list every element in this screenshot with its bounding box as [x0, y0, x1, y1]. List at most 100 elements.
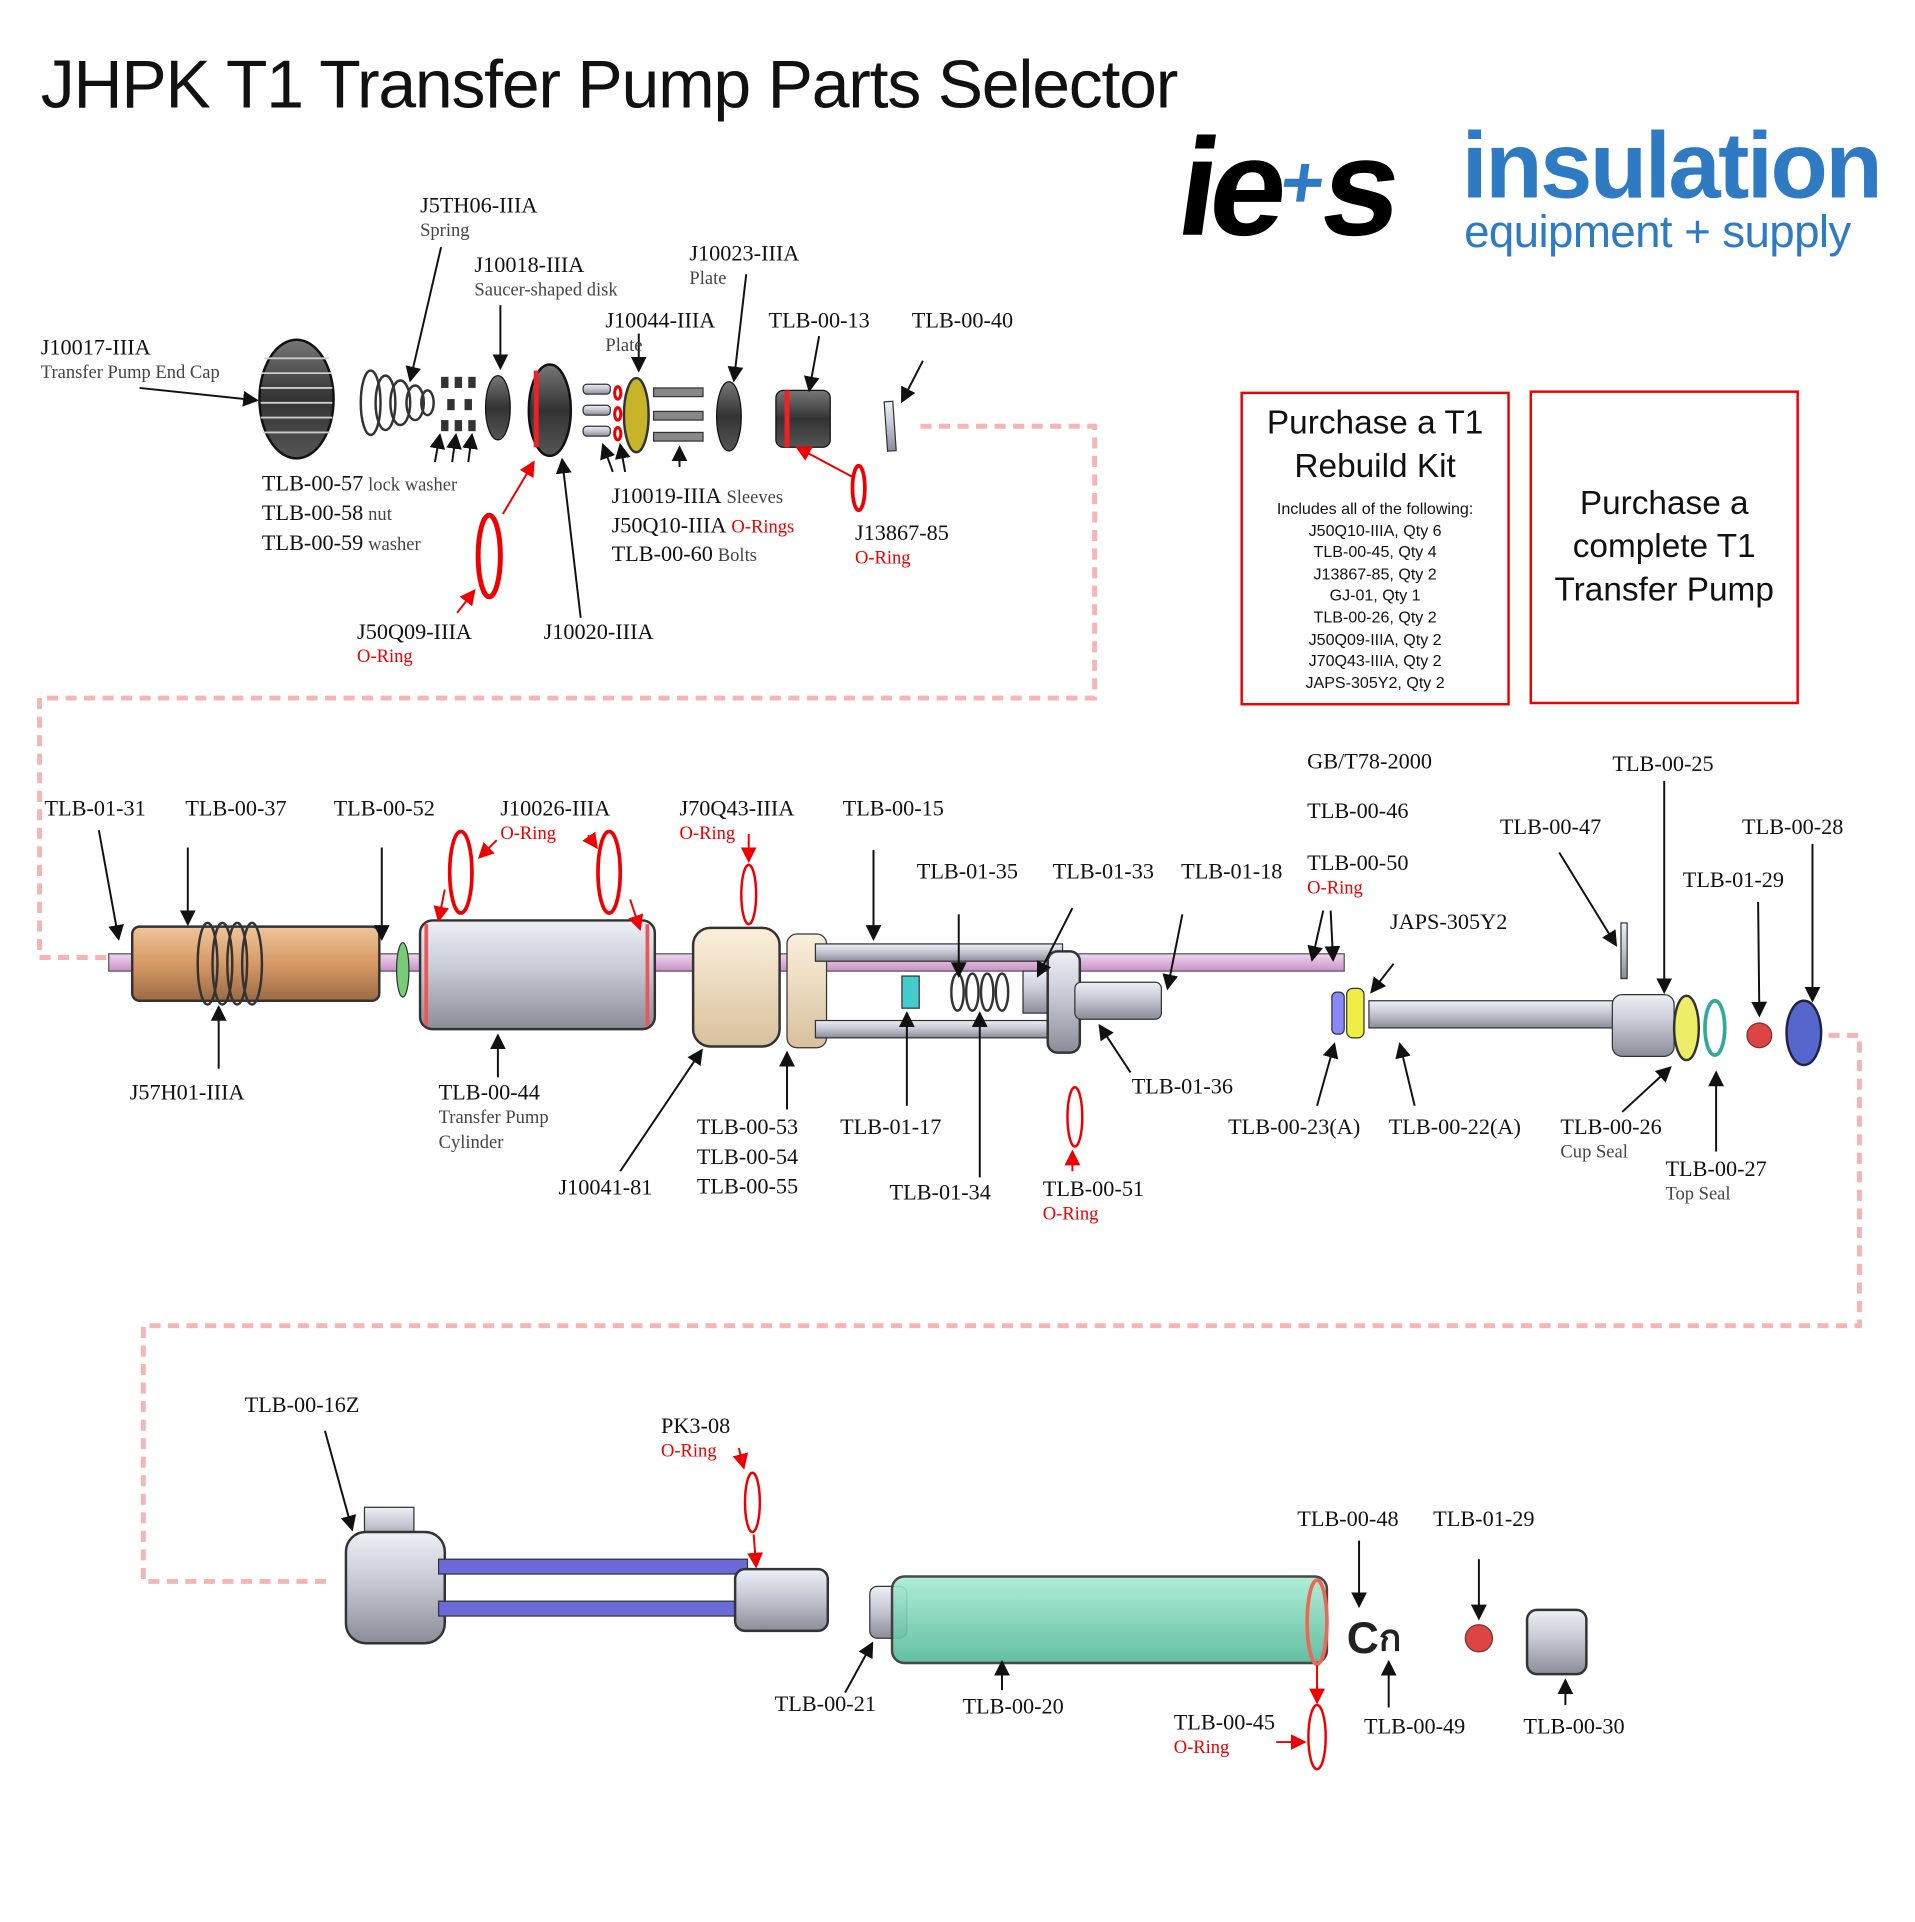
- part-label[interactable]: TLB-00-28: [1742, 813, 1843, 840]
- part-number: TLB-00-15: [842, 795, 944, 821]
- part-number: GB/T78-2000: [1307, 748, 1432, 774]
- part-label[interactable]: TLB-01-36: [1132, 1072, 1233, 1099]
- part-label[interactable]: TLB-00-20: [962, 1693, 1063, 1720]
- part-label[interactable]: JAPS-305Y2: [1390, 908, 1507, 935]
- part-description: Plate: [689, 269, 727, 290]
- part-number: TLB-00-45: [1173, 1709, 1276, 1735]
- part-label[interactable]: TLB-01-29: [1683, 866, 1784, 893]
- part-label[interactable]: TLB-01-18: [1181, 857, 1282, 884]
- complete-pump-line-2: complete T1: [1572, 527, 1756, 565]
- clip-tlb-00-49: ก: [1379, 1617, 1401, 1659]
- part-label[interactable]: TLB-01-33: [1053, 857, 1154, 884]
- japs-305y2-part: [1346, 987, 1365, 1039]
- part-label[interactable]: TLB-00-15: [843, 794, 944, 821]
- part-number: TLB-00-23(A): [1228, 1114, 1361, 1140]
- part-label[interactable]: TLB-00-47: [1500, 813, 1601, 840]
- part-label[interactable]: J10041-81: [558, 1174, 652, 1201]
- part-number: TLB-00-47: [1499, 814, 1602, 839]
- part-label[interactable]: TLB-00-53: [697, 1113, 798, 1140]
- part-label[interactable]: TLB-00-49: [1364, 1712, 1465, 1739]
- part-number: TLB-00-44: [438, 1079, 540, 1105]
- blue-tie-rods: [437, 1558, 749, 1617]
- tube-tlb-00-20: [890, 1575, 1329, 1665]
- part-label[interactable]: TLB-00-52: [334, 794, 435, 821]
- cap-tlb-00-30: [1525, 1608, 1588, 1676]
- part-label[interactable]: J10020-IIIA: [544, 618, 654, 645]
- part-description: O-Ring: [660, 1441, 717, 1462]
- oring-j50q09: [475, 512, 503, 600]
- cylinder-tlb-00-44: [418, 919, 657, 1031]
- part-description: O-Rings: [731, 517, 795, 538]
- part-label[interactable]: TLB-01-31: [44, 794, 145, 821]
- part-label[interactable]: TLB-01-34: [890, 1179, 991, 1206]
- part-label[interactable]: TLB-00-37: [185, 794, 286, 821]
- part-description: O-Ring: [1307, 878, 1363, 899]
- part-label[interactable]: TLB-00-25: [1612, 750, 1713, 777]
- part-description: O-Ring: [500, 824, 556, 844]
- part-description: O-Ring: [1042, 1204, 1099, 1225]
- part-number: J10017-IIIA: [40, 334, 151, 360]
- part-number: TLB-00-37: [185, 795, 287, 821]
- tube-end-ring: [1305, 1578, 1329, 1667]
- part-number: TLB-00-20: [962, 1693, 1064, 1719]
- part-label[interactable]: TLB-00-54: [697, 1143, 798, 1170]
- part-label[interactable]: GB/T78-2000: [1307, 747, 1432, 774]
- part-description: Plate: [605, 336, 643, 356]
- red-leader-lines: [433, 446, 1325, 1750]
- part-number: TLB-00-60: [611, 541, 713, 566]
- part-label[interactable]: TLB-00-16Z: [245, 1391, 360, 1418]
- part-label[interactable]: TLB-00-30: [1523, 1712, 1624, 1739]
- rod-tlb-00-22a: [1368, 1000, 1617, 1029]
- part-label[interactable]: TLB-01-29: [1433, 1505, 1534, 1532]
- part-label[interactable]: TLB-00-46: [1307, 797, 1408, 824]
- part-number: J50Q10-IIIA: [611, 512, 727, 538]
- part-number: TLB-00-53: [696, 1114, 799, 1140]
- tlb-00-13-part: [775, 389, 831, 448]
- part-label[interactable]: TLB-00-48: [1297, 1505, 1398, 1532]
- part-label[interactable]: TLB-00-21: [775, 1690, 876, 1717]
- part-label[interactable]: TLB-00-40: [912, 306, 1013, 333]
- rebuild-kit-heading-1: Purchase a T1: [1266, 404, 1484, 442]
- tlb-01-17-part: [901, 975, 920, 1009]
- tlb-00-47-part: [1620, 922, 1628, 980]
- ball-tlb-01-29-bottom: [1464, 1624, 1494, 1653]
- part-number: TLB-00-16Z: [244, 1392, 360, 1418]
- part-label[interactable]: TLB-00-55: [697, 1172, 798, 1199]
- sleeves-part: [582, 383, 611, 437]
- part-number: J70Q43-IIIA: [679, 795, 795, 821]
- part-number: TLB-01-34: [889, 1179, 991, 1205]
- part-label[interactable]: TLB-00-22(A): [1389, 1113, 1521, 1140]
- part-label[interactable]: TLB-01-17: [840, 1113, 941, 1140]
- part-label[interactable]: TLB-00-13: [768, 306, 869, 333]
- part-number: TLB-00-27: [1665, 1156, 1767, 1182]
- part-label[interactable]: TLB-01-35: [917, 857, 1018, 884]
- part-number: TLB-00-28: [1742, 814, 1844, 839]
- part-label[interactable]: TLB-00-23(A): [1228, 1113, 1360, 1140]
- part-label[interactable]: J57H01-IIIA: [130, 1079, 245, 1106]
